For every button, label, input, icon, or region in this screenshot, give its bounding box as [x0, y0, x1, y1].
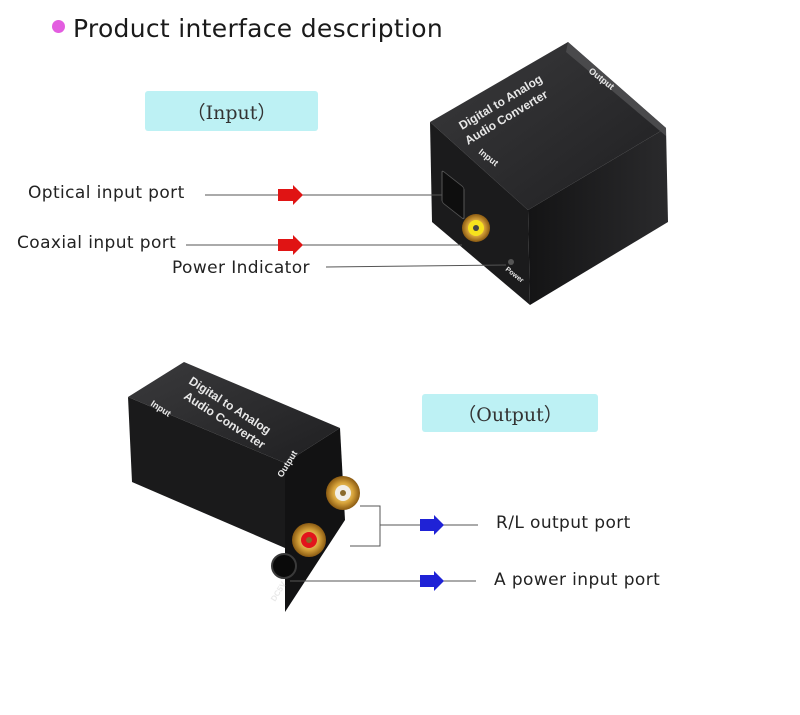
- device-front-face: [285, 428, 345, 612]
- device-input-view: Digital to Analog Audio Converter Output…: [430, 42, 668, 305]
- optical-port: [441, 170, 465, 220]
- power-indicator-led: [508, 259, 514, 265]
- device-front-face: [430, 122, 530, 305]
- power-indicator-label: Power Indicator: [172, 258, 310, 278]
- device-top-face: [128, 362, 340, 463]
- optical-input-port-label: Optical input port: [28, 183, 185, 203]
- device-side-face: [528, 128, 668, 305]
- rl-output-bracket: [350, 505, 381, 547]
- input-section-tag: （Input）: [145, 91, 318, 131]
- arrow-right-icon: [278, 235, 303, 255]
- page-title-text: Product interface description: [73, 14, 444, 43]
- output-section-tag: （Output）: [422, 394, 598, 432]
- device-output-view: Digital to Analog Audio Converter Input …: [128, 362, 360, 612]
- arrow-right-icon: [420, 515, 444, 535]
- device-left-face: [128, 397, 285, 548]
- arrow-right-icon: [278, 185, 303, 205]
- arrow-right-icon: [420, 571, 444, 591]
- page-title: Product interface description: [52, 14, 443, 43]
- coaxial-input-port-label: Coaxial input port: [17, 233, 177, 253]
- power-input-port-label: A power input port: [494, 570, 661, 590]
- rl-output-port-label: R/L output port: [496, 513, 631, 533]
- power-indicator-leader-line: [325, 264, 507, 268]
- bullet-dot-icon: [52, 20, 65, 33]
- dc-power-jack: [271, 553, 297, 579]
